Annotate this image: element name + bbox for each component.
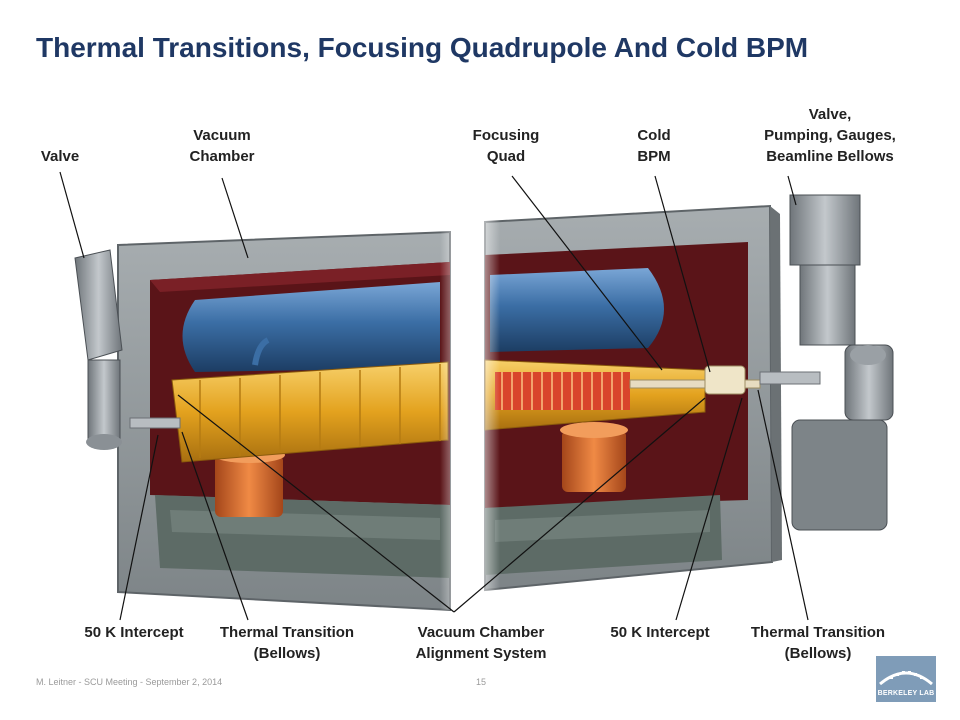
lab-building-icon <box>879 671 933 686</box>
callout-line: 50 K Intercept <box>84 624 184 641</box>
callout-valve-right: Valve, Pumping, Gauges, Beamline Bellows <box>764 104 896 167</box>
callout-thermal-right: Thermal Transition (Bellows) <box>751 622 885 664</box>
callout-line: Beamline Bellows <box>766 148 894 165</box>
callout-focusing-quad: Focusing Quad <box>473 125 540 167</box>
slide-title: Thermal Transitions, Focusing Quadrupole… <box>36 32 809 63</box>
berkeley-lab-logo: BERKELEY LAB <box>876 656 936 702</box>
cutaway-gap <box>440 210 500 610</box>
callout-line: Quad <box>486 148 526 165</box>
callout-line: Cold <box>637 127 671 144</box>
magnet-assembly <box>171 359 706 463</box>
cold-bpm <box>704 365 746 395</box>
copper-supports <box>213 422 628 517</box>
leader-lines <box>59 171 809 621</box>
page-number: 15 <box>476 677 487 687</box>
left-valve <box>74 249 123 450</box>
callout-alignment: Vacuum Chamber Alignment System <box>416 622 547 664</box>
quadrupole-coils <box>495 372 630 410</box>
callout-intercept-left: 50 K Intercept <box>84 622 183 643</box>
support-base <box>155 495 722 578</box>
callout-line: Alignment System <box>415 645 547 662</box>
callout-line: Chamber <box>189 148 255 165</box>
callout-cold-bpm: Cold BPM <box>637 125 670 167</box>
helium-tank <box>182 268 664 372</box>
callout-intercept-right: 50 K Intercept <box>610 622 709 643</box>
right-valve-stack <box>789 194 894 531</box>
callout-thermal-left: Thermal Transition (Bellows) <box>220 622 354 664</box>
callout-line: Focusing <box>472 127 540 144</box>
callout-line: (Bellows) <box>253 645 321 662</box>
callout-line: Vacuum <box>193 127 251 144</box>
footer-text: M. Leitner - SCU Meeting - September 2, … <box>36 677 223 687</box>
callout-line: Thermal Transition <box>219 624 355 641</box>
logo-text: BERKELEY LAB <box>877 690 935 697</box>
callout-line: 50 K Intercept <box>610 624 710 641</box>
callout-line: BPM <box>637 148 671 165</box>
callout-line: Valve <box>40 148 80 165</box>
callout-vacuum-chamber: Vacuum Chamber <box>189 125 254 167</box>
callout-line: Vacuum Chamber <box>417 624 545 641</box>
callout-line: Valve, <box>808 106 852 123</box>
callout-line: Pumping, Gauges, <box>764 127 896 144</box>
callout-line: (Bellows) <box>784 645 852 662</box>
callout-line: Thermal Transition <box>750 624 886 641</box>
beam-tube <box>129 371 821 429</box>
callout-valve-left: Valve <box>41 146 79 167</box>
